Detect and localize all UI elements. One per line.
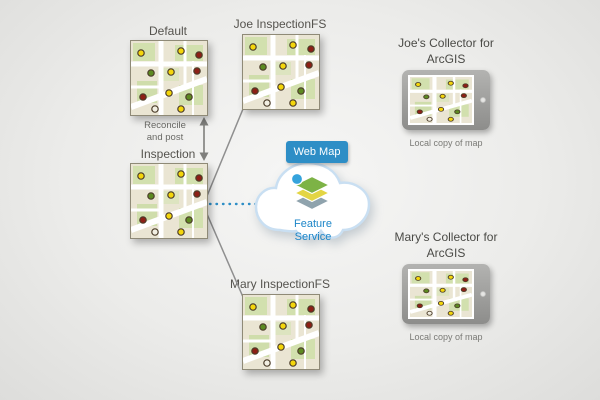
map-thumbnail-icon — [131, 164, 207, 238]
version-label-mary-inspectionfs: Mary InspectionFS — [229, 277, 331, 291]
tablet-screen — [408, 269, 474, 319]
version-label-default: Default — [148, 24, 188, 38]
tablet-screen — [408, 75, 474, 125]
map-default — [130, 40, 208, 116]
map-mary-inspectionfs — [242, 294, 320, 370]
local-copy-caption-joe: Local copy of map — [409, 138, 483, 148]
version-label-inspection: Inspection — [140, 147, 196, 161]
map-thumbnail-icon — [410, 271, 472, 317]
map-joe-inspectionfs — [242, 34, 320, 110]
map-thumbnail-icon — [410, 77, 472, 123]
collector-title-joe: Joe's Collector for ArcGIS — [398, 36, 494, 66]
camera-icon — [480, 97, 486, 103]
reconcile-and-post-label: Reconcile and post — [144, 120, 186, 143]
tablet-device-mary — [402, 264, 490, 324]
map-thumbnail-icon — [243, 35, 319, 109]
version-label-joe-inspectionfs: Joe InspectionFS — [233, 17, 327, 31]
web-map-badge: Web Map — [286, 141, 348, 163]
camera-icon — [480, 291, 486, 297]
layers-icon — [290, 172, 331, 211]
map-inspection — [130, 163, 208, 239]
globe-badge-icon — [290, 172, 304, 186]
map-thumbnail-icon — [243, 295, 319, 369]
collector-title-mary: Mary's Collector for ArcGIS — [394, 230, 498, 260]
tablet-device-joe — [402, 70, 490, 130]
feature-service-label: Feature Service — [294, 218, 332, 244]
cloud-icon — [254, 161, 371, 239]
local-copy-caption-mary: Local copy of map — [409, 332, 483, 342]
map-thumbnail-icon — [131, 41, 207, 115]
